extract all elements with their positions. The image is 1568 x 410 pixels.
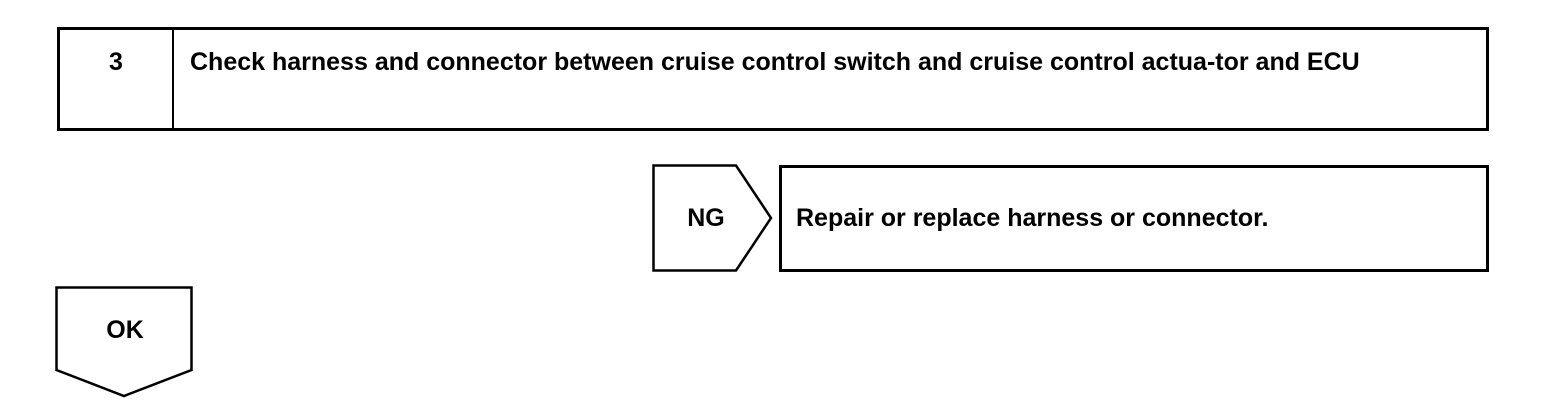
ng-branch-tag: NG [652, 164, 774, 272]
ng-arrow-shape [652, 164, 773, 272]
step-title: Check harness and connector between crui… [174, 30, 1486, 128]
ok-arrow-shape [55, 286, 193, 398]
ok-label: OK [106, 316, 144, 344]
step-title-text: Check harness and connector between crui… [190, 48, 1360, 76]
step-box: 3 Check harness and connector between cr… [57, 27, 1489, 131]
ng-label: NG [687, 203, 725, 232]
step-number: 3 [60, 30, 174, 128]
ok-branch-tag: OK [55, 286, 195, 398]
ng-result-box: Repair or replace harness or connector. [779, 165, 1489, 272]
ng-result-text: Repair or replace harness or connector. [796, 204, 1269, 232]
